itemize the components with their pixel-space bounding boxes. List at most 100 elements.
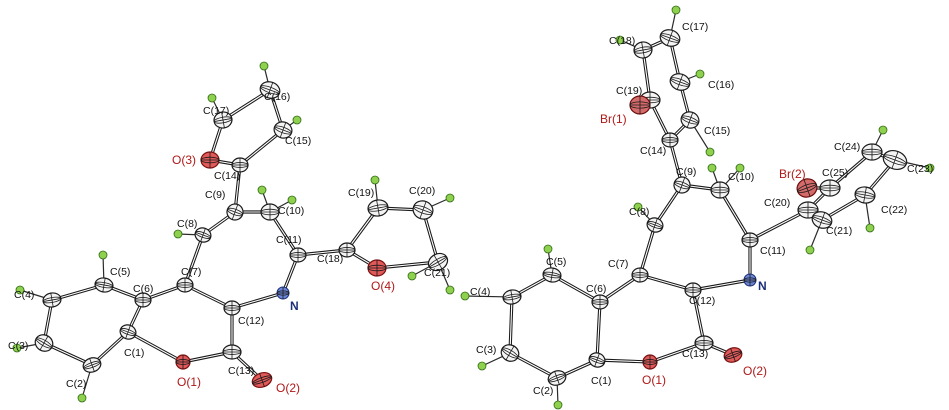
atom-left-c15 [273, 121, 293, 139]
bond-highlight-right-c11-c20 [749, 209, 809, 241]
atom-h-left-1 [12, 343, 22, 353]
atom-left-c8 [194, 227, 212, 243]
bond-highlight-right-c1-o1 [596, 359, 651, 363]
label-left-o1: O(1) [177, 375, 201, 389]
atom-h-left-6 [287, 195, 297, 205]
bonds-right [508, 36, 897, 380]
atom-right-c3 [500, 344, 520, 362]
atom-left-o2 [251, 371, 273, 389]
label-right-c4: C(4) [470, 286, 490, 298]
atom-right-c23 [882, 149, 908, 171]
atom-h-right-4 [633, 202, 643, 212]
label-left-c10: C(10) [278, 205, 304, 217]
label-left-o3: O(3) [172, 153, 196, 167]
label-right-c10: C(10) [728, 171, 754, 183]
atom-right-br1 [629, 95, 651, 115]
label-left-c8: C(8) [177, 218, 197, 230]
label-left-c15: C(15) [285, 135, 311, 147]
label-left-c5: C(5) [110, 266, 130, 278]
label-left-c2: C(2) [66, 378, 86, 390]
atom-h-right-2 [460, 291, 470, 301]
atom-h-right-6 [735, 163, 745, 173]
atom-right-c1 [588, 352, 606, 368]
label-right-c24: C(24) [834, 141, 860, 153]
label-left-c12: C(12) [238, 315, 264, 327]
atom-left-o3 [200, 151, 220, 169]
atom-h-left-10 [370, 175, 380, 185]
atom-h-left-0 [77, 393, 87, 403]
atom-h-left-4 [173, 229, 183, 239]
label-right-c2: C(2) [533, 385, 553, 397]
atom-left-c18 [338, 242, 356, 258]
bond-highlight-left-c12-c7 [184, 284, 233, 309]
atom-right-c16 [669, 73, 691, 91]
atom-right-c11 [741, 232, 759, 248]
atom-left-c7 [176, 277, 194, 293]
atom-right-c7 [631, 267, 649, 283]
label-right-c3: C(3) [476, 344, 496, 356]
label-right-c9: C(9) [676, 166, 696, 178]
atom-right-c21 [811, 211, 833, 229]
atom-h-left-12 [445, 285, 455, 295]
atom-right-c25 [819, 179, 841, 197]
atom-h-left-13 [407, 271, 417, 281]
label-left-c16: C(16) [264, 91, 290, 103]
label-right-c16: C(16) [708, 79, 734, 91]
atom-left-o1 [175, 354, 191, 370]
atoms-right: C(1)C(2)C(3)C(4)C(5)C(6)C(7)C(8)C(9)C(10… [470, 21, 933, 397]
atom-h-right-0 [553, 400, 563, 410]
label-left-n: N [290, 299, 299, 313]
atom-h-right-14 [878, 125, 888, 135]
atom-h-right-1 [477, 361, 487, 371]
atom-h-right-10 [615, 35, 625, 45]
atom-left-c1 [119, 324, 137, 340]
bond-highlight-left-c1-o1 [127, 331, 184, 363]
label-left-c13: C(13) [228, 365, 254, 377]
atom-left-c21 [427, 252, 449, 272]
label-left-c21: C(21) [424, 267, 450, 279]
atom-h-right-11 [805, 245, 815, 255]
label-left-c9: C(9) [205, 189, 225, 201]
atom-left-c19 [367, 199, 389, 217]
atom-h-right-13 [925, 163, 935, 173]
bond-highlight-right-c12-c7 [639, 274, 694, 291]
bond-highlight-right-c7-c8 [639, 224, 656, 276]
label-left-c4: C(4) [14, 289, 34, 301]
atoms-left: C(1)C(2)C(3)C(4)C(5)C(6)C(7)C(8)C(9)C(10… [8, 81, 450, 395]
atom-left-c9 [226, 203, 244, 221]
label-left-c11: C(11) [276, 234, 301, 246]
bond-highlight-right-c3-c4 [509, 296, 513, 354]
label-right-c14: C(14) [640, 145, 666, 157]
label-left-c14: C(14) [214, 170, 240, 182]
atom-right-c6 [591, 294, 609, 310]
label-right-c6: C(6) [586, 283, 606, 295]
bond-highlight-left-c7-c8 [184, 234, 204, 286]
atom-right-c8 [646, 217, 664, 233]
atom-right-n [743, 273, 757, 287]
atom-left-c3 [34, 334, 54, 352]
label-right-c5: C(5) [546, 256, 566, 268]
molecule-left: C(1)C(2)C(3)C(4)C(5)C(6)C(7)C(8)C(9)C(10… [8, 61, 455, 403]
bond-highlight-left-c15-c14 [239, 129, 284, 166]
atom-h-right-5 [707, 163, 717, 173]
atom-right-c24 [861, 143, 883, 161]
label-right-c1: C(1) [591, 375, 611, 387]
label-right-c23: C(23) [907, 163, 933, 175]
atom-left-c12 [223, 300, 241, 316]
atom-h-right-3 [543, 244, 553, 254]
atom-right-c15 [680, 111, 700, 129]
atom-left-c4 [42, 292, 62, 308]
atom-right-c9 [673, 176, 691, 194]
atom-left-c10 [260, 203, 280, 221]
label-right-c19: C(19) [616, 85, 642, 97]
label-right-c13: C(13) [682, 348, 708, 360]
bond-highlight-left-n-c12 [231, 292, 284, 309]
label-right-br1: Br(1) [600, 112, 627, 126]
atom-h-right-9 [671, 5, 681, 15]
atom-right-c14 [661, 132, 679, 148]
label-left-c19: C(19) [348, 187, 374, 199]
atom-right-c12 [684, 282, 702, 298]
atom-h-left-5 [257, 185, 267, 195]
label-left-c1: C(1) [124, 347, 144, 359]
